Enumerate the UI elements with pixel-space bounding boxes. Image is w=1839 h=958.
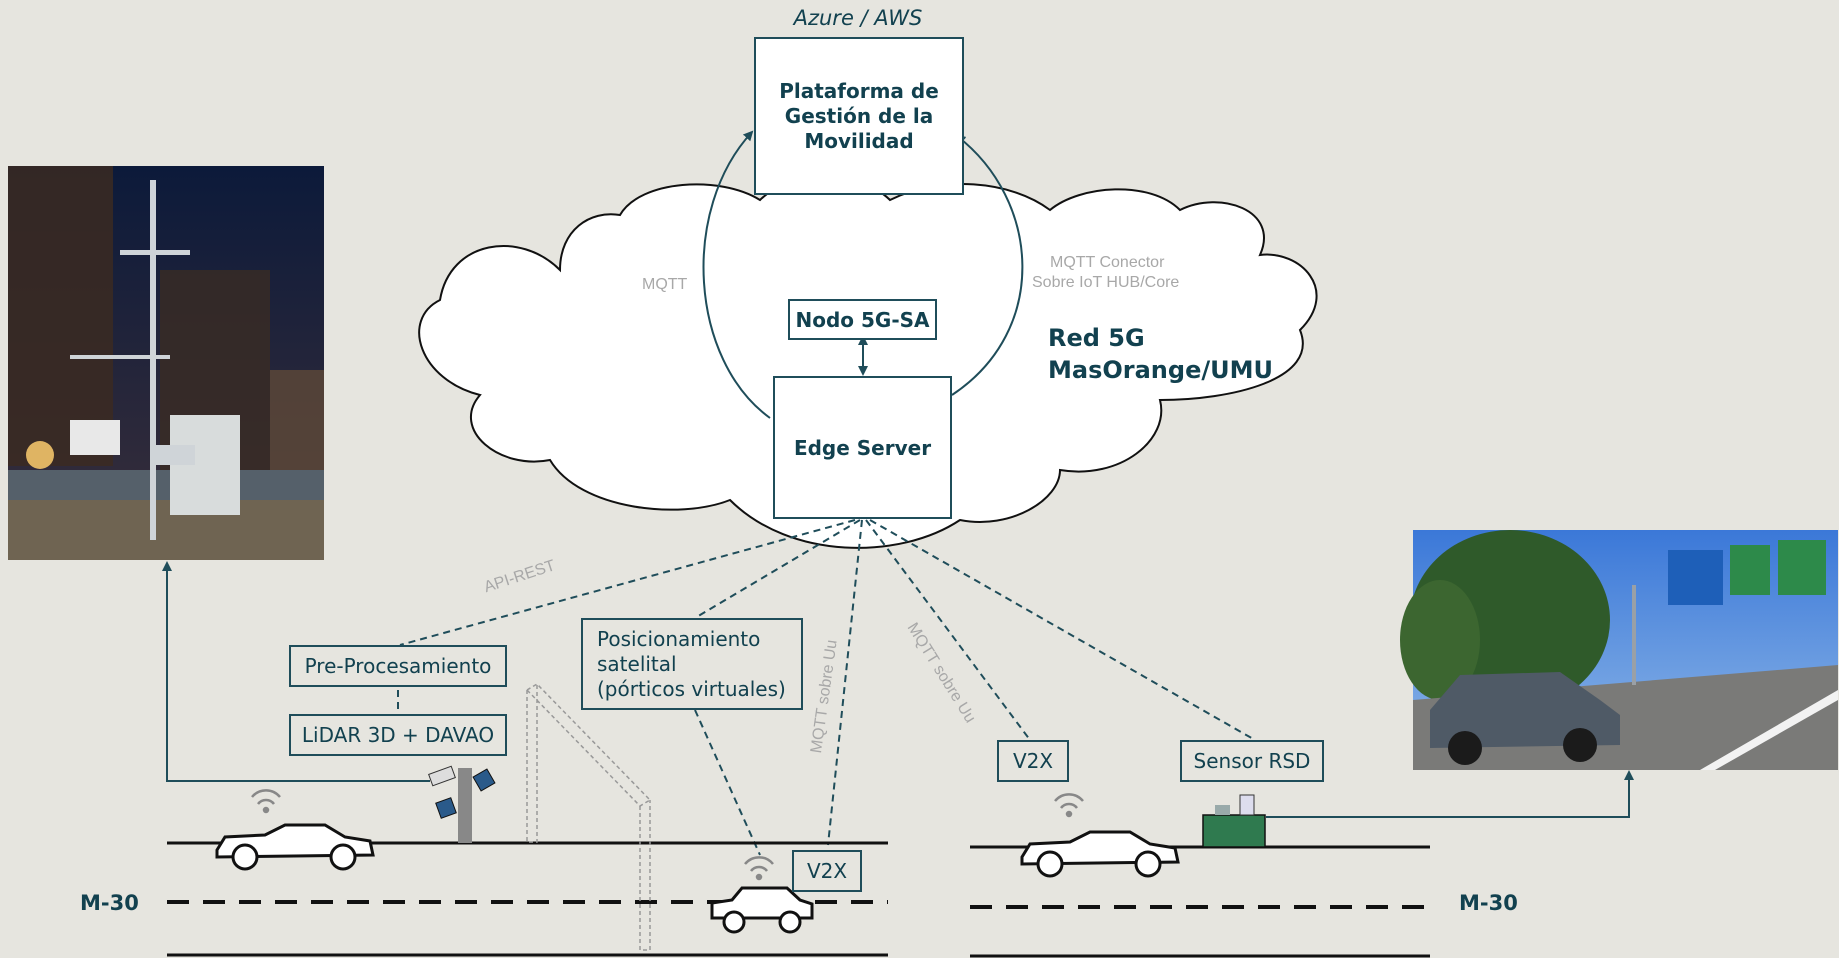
network-line-2: MasOrange/UMU <box>1048 356 1273 384</box>
v2x-left-box: V2X <box>792 850 862 892</box>
edge-server-label: Edge Server <box>793 435 932 460</box>
positioning-line-1: Posicionamiento <box>597 626 761 651</box>
v2x-right-label: V2X <box>1012 749 1054 773</box>
sensor-rsd-label: Sensor RSD <box>1193 749 1311 773</box>
mqtt-left-label: MQTT <box>642 276 688 293</box>
v2x-right-box: V2X <box>997 740 1069 782</box>
mqtt-right-label-1: MQTT Conector <box>1050 254 1165 271</box>
sensor-to-photo-arrow <box>1266 770 1634 818</box>
node-5g-label: Nodo 5G-SA <box>795 307 930 332</box>
car-icon <box>215 823 375 871</box>
preprocessing-box: Pre-Procesamiento <box>289 645 507 687</box>
node-5g-box: Nodo 5G-SA <box>788 299 937 340</box>
mqtt-right-label-2: Sobre IoT HUB/Core <box>1032 274 1180 291</box>
antenna-icon <box>435 797 457 819</box>
dashed-links <box>397 519 1256 856</box>
wifi-icon <box>251 789 281 814</box>
gantry-icon <box>525 683 652 951</box>
edge-server-box: Edge Server <box>773 376 952 519</box>
network-line-1: Red 5G <box>1048 324 1145 352</box>
platform-box: Plataforma de Gestión de la Movilidad <box>754 37 964 195</box>
lidar-box: LiDAR 3D + DAVAO <box>289 714 507 756</box>
network-label: Red 5G MasOrange/UMU <box>1048 322 1273 386</box>
pole-icon <box>428 765 496 843</box>
positioning-box: Posicionamiento satelital (pórticos virt… <box>581 618 803 710</box>
sensor-rsd-box: Sensor RSD <box>1180 740 1324 782</box>
wifi-icon <box>1054 793 1084 818</box>
car-icon <box>710 886 814 934</box>
mqtt-left-arrow <box>702 130 771 419</box>
cloud-provider-label: Azure / AWS <box>793 6 923 30</box>
pole-photo <box>8 166 324 560</box>
positioning-line-2: satelital <box>597 651 677 676</box>
road-photo <box>1400 530 1838 770</box>
mqtt-right-arrow <box>951 134 1024 396</box>
positioning-line-3: (pórticos virtuales) <box>597 676 786 701</box>
camera-icon <box>428 765 456 787</box>
sensor-device-icon <box>1202 794 1266 848</box>
lidar-label: LiDAR 3D + DAVAO <box>301 723 495 747</box>
road-right-label: M-30 <box>1459 891 1518 915</box>
road-left-label: M-30 <box>80 891 139 915</box>
pole-to-photo-arrow <box>162 561 430 782</box>
preprocessing-label: Pre-Procesamiento <box>304 654 492 678</box>
platform-label: Plataforma de Gestión de la Movilidad <box>779 78 939 153</box>
car-icon <box>1020 830 1180 878</box>
v2x-left-label: V2X <box>806 859 848 883</box>
wifi-icon <box>744 856 774 881</box>
antenna-icon <box>472 768 496 792</box>
